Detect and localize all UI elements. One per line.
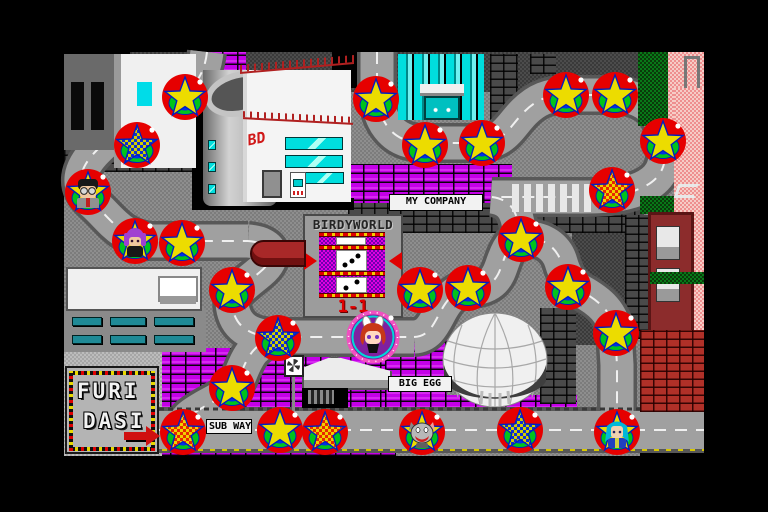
start-sign-line1: FURI [77, 379, 140, 403]
slot-arrow-right-icon[interactable] [389, 252, 402, 270]
slot-bar [319, 245, 385, 250]
cyan-building-awning [420, 84, 464, 96]
billboard-window [154, 317, 194, 326]
cylinder-window [208, 184, 216, 194]
billboard-inset-bar [160, 296, 196, 304]
highrise-building [64, 54, 116, 150]
big-egg-sign: BIG EGG [388, 376, 452, 392]
billboard-window [72, 317, 102, 326]
die-top [336, 237, 366, 245]
billboard-window [154, 335, 194, 344]
big-egg-dome [442, 312, 548, 407]
slot-bar [319, 271, 385, 276]
hedge-topright [638, 52, 668, 126]
die-middle [336, 250, 367, 271]
start-sign-border [69, 371, 73, 451]
cyan-building-door [424, 96, 460, 120]
my-company-sign: MY COMPANY [389, 194, 483, 211]
subway-sign: SUB WAY [206, 419, 252, 434]
company-window [285, 137, 343, 150]
start-arrow-icon [124, 432, 146, 440]
company-window [302, 172, 344, 184]
start-sign-border [69, 371, 155, 375]
company-door [262, 170, 282, 198]
cylinder-window [208, 140, 216, 150]
billboard-window [72, 335, 102, 344]
start-arrow-head-icon [146, 426, 160, 446]
slot-bar [319, 293, 385, 298]
billboard-building [64, 308, 206, 352]
cylinder-window [208, 162, 216, 172]
slot-arrow-left-icon[interactable] [304, 252, 317, 270]
brick-wall-top2 [530, 54, 556, 74]
sign-glyph [673, 184, 701, 198]
subway-stairs [308, 390, 334, 404]
start-sign-border [151, 371, 155, 451]
die-bottom [336, 277, 367, 293]
entrance-ramp [250, 240, 306, 267]
birdyworld-title: BIRDYWORLD [312, 217, 394, 232]
crosswalk [512, 184, 594, 212]
white-building [114, 54, 196, 168]
sign-pole [292, 377, 295, 411]
billboard-window [110, 335, 146, 344]
start-sign-border [69, 447, 155, 451]
fan-sign [284, 355, 304, 377]
slot-bar [319, 232, 385, 237]
company-window [285, 155, 343, 168]
vending-machine [290, 172, 306, 198]
stage-number: 1-1 [337, 297, 369, 317]
red-brick-wall [640, 330, 704, 412]
start-sign-line2: DASI [83, 409, 146, 433]
billboard-window [110, 317, 146, 326]
hedge-right-mid [650, 272, 704, 284]
